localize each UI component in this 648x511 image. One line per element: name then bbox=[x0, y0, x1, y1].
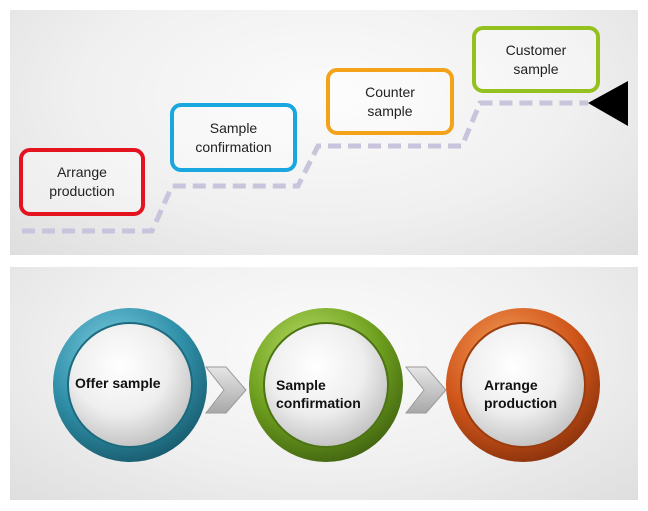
step-sample-confirmation: Sample confirmation bbox=[170, 103, 297, 172]
circle-process-panel: Offer sample Sample confirmation Arrange… bbox=[10, 267, 638, 500]
step-arrange-production: Arrange production bbox=[19, 148, 145, 216]
circle-process-graphic bbox=[53, 308, 600, 462]
step-counter-sample: Counter sample bbox=[326, 68, 454, 135]
circle-label-sample-confirmation: Sample confirmation bbox=[276, 377, 361, 411]
circle-label-offer-sample: Offer sample bbox=[75, 375, 161, 391]
circle-offer-sample bbox=[53, 308, 207, 462]
step-customer-sample: Customer sample bbox=[472, 26, 600, 93]
staircase-dashed-path bbox=[22, 100, 588, 234]
end-arrow-icon bbox=[588, 81, 628, 126]
chevron-arrow-icon bbox=[404, 366, 447, 414]
staircase-panel: Arrange production Sample confirmation C… bbox=[10, 10, 638, 255]
staircase-graphic bbox=[22, 81, 628, 234]
circle-arrange-production bbox=[446, 308, 600, 462]
chevron-arrow-icon bbox=[204, 366, 247, 414]
circle-label-arrange-production: Arrange production bbox=[484, 377, 558, 411]
circle-sample-confirmation bbox=[249, 308, 403, 462]
